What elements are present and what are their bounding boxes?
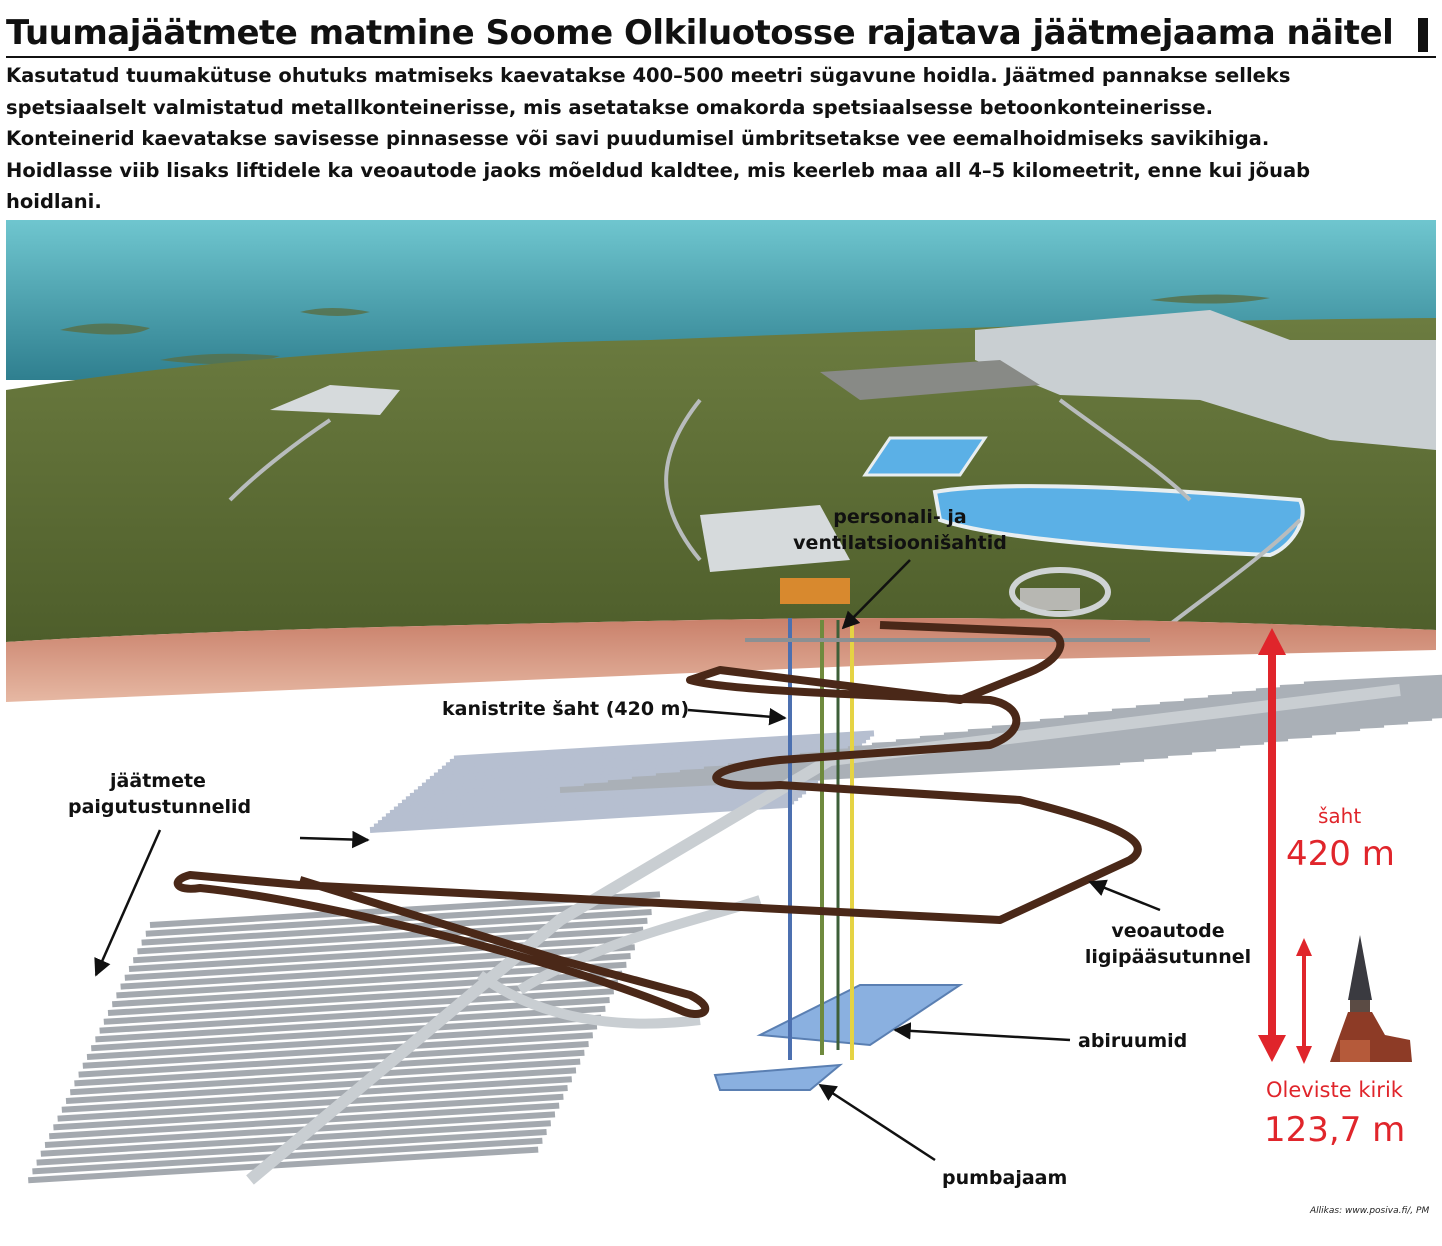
label-auxiliary-rooms: abiruumid bbox=[1078, 1030, 1188, 1052]
deposition-tunnel bbox=[449, 733, 871, 765]
source-credit: Allikas: www.posiva.fi/, PM bbox=[1310, 1206, 1430, 1216]
deposition-tunnel bbox=[86, 1023, 598, 1060]
page-title: Tuumajäätmete matmine Soome Olkiluotosse… bbox=[6, 13, 1394, 53]
plant-dome bbox=[1009, 567, 1111, 617]
deposition-tunnel bbox=[369, 801, 791, 833]
field-2 bbox=[700, 505, 850, 572]
deposition-tunnel bbox=[128, 935, 640, 972]
deposition-tunnel bbox=[1303, 674, 1442, 688]
label-canister-shaft: kanistrite šaht (420 m) bbox=[442, 698, 690, 720]
label-deposition-tunnels: jäätmete paigutustunnelid bbox=[68, 770, 252, 818]
deposition-tunnel bbox=[377, 795, 799, 827]
central-tunnel bbox=[246, 684, 1401, 1185]
deposition-tunnel bbox=[137, 917, 648, 955]
deposition-tunnel bbox=[385, 788, 807, 820]
deposition-tunnel bbox=[61, 1076, 572, 1113]
label-pump-station: pumbajaam bbox=[942, 1167, 1068, 1189]
deposition-tunnel bbox=[124, 944, 635, 981]
basin bbox=[862, 436, 988, 477]
field bbox=[270, 385, 400, 415]
shaft-label: šaht bbox=[1318, 804, 1362, 828]
roads bbox=[228, 398, 1302, 642]
deposition-tunnel bbox=[95, 1005, 606, 1043]
deposition-tunnel bbox=[57, 1085, 568, 1122]
deposition-tunnel bbox=[65, 1067, 577, 1104]
intro-text: Kasutatud tuumakütuse ohutuks matmiseks … bbox=[6, 64, 1311, 213]
church-label: Oleviste kirik bbox=[1266, 1078, 1403, 1102]
deposition-tunnel bbox=[381, 791, 803, 823]
deposition-tunnel bbox=[70, 1058, 581, 1096]
deposition-tunnels-near bbox=[28, 891, 661, 1184]
reservoir bbox=[932, 484, 1305, 558]
deposition-tunnel bbox=[44, 1111, 556, 1148]
deposition-tunnel bbox=[82, 1032, 593, 1069]
truck-access-tunnel bbox=[173, 621, 1142, 1018]
label-personnel-shafts: personali- ja ventilatsioonišahtid bbox=[793, 506, 1007, 554]
repository-illustration bbox=[6, 220, 1442, 1185]
deposition-tunnel bbox=[373, 798, 795, 830]
deposition-tunnel bbox=[116, 961, 627, 999]
deposition-tunnel bbox=[133, 926, 644, 964]
shaft-depth: 420 m bbox=[1286, 834, 1395, 874]
title-divider bbox=[6, 56, 1436, 58]
islands bbox=[60, 294, 1270, 365]
annotation-arrows bbox=[94, 559, 1161, 1162]
deposition-tunnel bbox=[445, 737, 867, 769]
title-end-mark bbox=[1418, 18, 1428, 52]
deposition-tunnel bbox=[433, 747, 855, 779]
industrial-area bbox=[975, 310, 1436, 450]
church-height: 123,7 m bbox=[1264, 1110, 1406, 1150]
surface-building bbox=[780, 578, 850, 604]
deposition-tunnel bbox=[453, 730, 875, 762]
auxiliary-rooms bbox=[713, 984, 964, 1091]
church-icon bbox=[1330, 935, 1412, 1062]
industrial-area-2 bbox=[820, 360, 1040, 400]
deposition-tunnel bbox=[74, 1049, 585, 1087]
deposition-tunnel bbox=[91, 1014, 602, 1052]
height-arrow-church bbox=[1296, 938, 1312, 1064]
label-truck-tunnel: veoautode ligipääsutunnel bbox=[1084, 920, 1252, 968]
surface-building-2 bbox=[1020, 588, 1080, 610]
deposition-tunnel bbox=[389, 784, 811, 816]
deposition-tunnel bbox=[53, 1093, 564, 1131]
deposition-tunnel bbox=[28, 1146, 539, 1184]
depth-arrow-shaft bbox=[1258, 628, 1286, 1062]
deposition-tunnel bbox=[103, 988, 614, 1025]
deposition-tunnel bbox=[78, 1041, 589, 1078]
deposition-tunnel bbox=[49, 1102, 560, 1140]
